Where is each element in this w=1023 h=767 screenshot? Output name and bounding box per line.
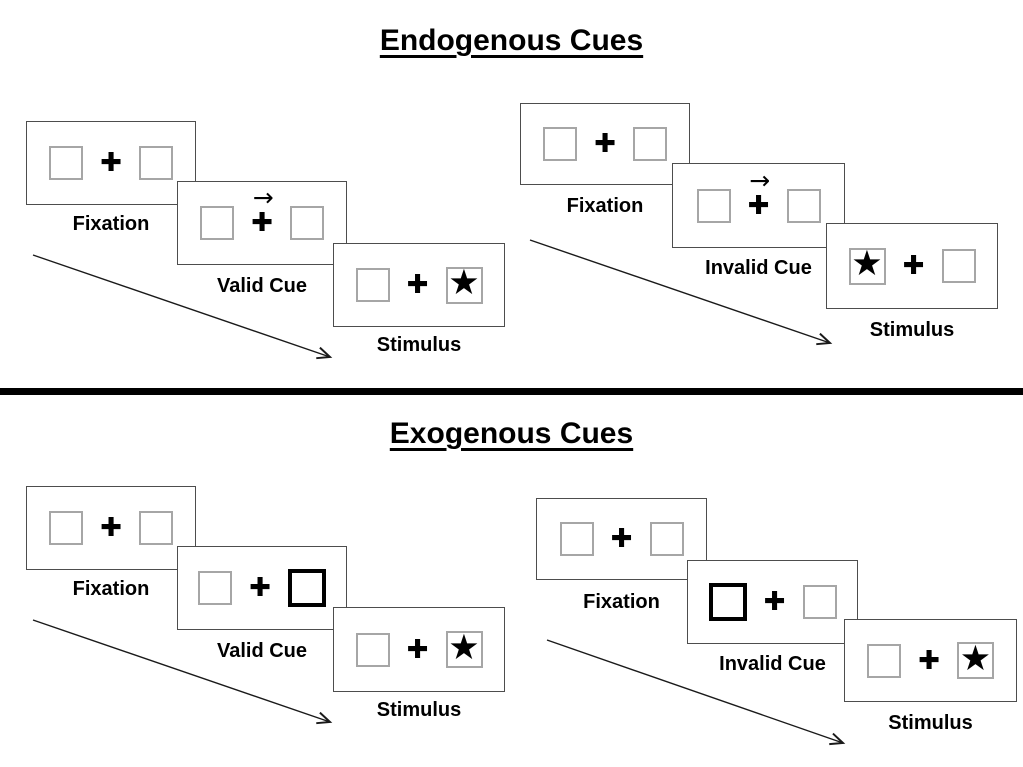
right-box-with-star: ★ — [445, 263, 483, 304]
timeline-arrow — [546, 639, 846, 746]
star-target-icon: ★ — [448, 263, 480, 303]
card-label-valid-cue: Valid Cue — [216, 275, 308, 297]
card-label-valid-cue: Valid Cue — [216, 640, 308, 662]
right-box-with-star: ★ — [957, 638, 994, 679]
card-label-stimulus: Stimulus — [376, 699, 462, 721]
right-box — [649, 522, 684, 556]
section-divider — [0, 388, 1023, 395]
card-label-stimulus: Stimulus — [376, 334, 462, 356]
fixation-card: ✚ — [26, 486, 196, 570]
cue-arrow-icon: → — [749, 165, 771, 195]
timeline-arrow — [529, 239, 833, 346]
fixation-cross-icon: ✚ — [747, 190, 770, 221]
right-box-with-star: ★ — [445, 627, 483, 668]
right-box — [941, 249, 976, 283]
valid-cue-card: → ✚ — [177, 181, 347, 265]
left-box — [543, 127, 577, 161]
fixation-cross-icon: ✚ — [763, 587, 786, 617]
card-label-stimulus: Stimulus — [869, 319, 955, 341]
card-label-stimulus: Stimulus — [888, 712, 973, 734]
cue-arrow-icon: → — [252, 183, 274, 212]
invalid-cue-card: → ✚ — [672, 163, 845, 248]
timeline-arrow — [32, 619, 333, 725]
valid-cue-card: ✚ — [177, 546, 347, 630]
right-box — [633, 127, 667, 161]
card-label-fixation: Fixation — [583, 591, 660, 613]
fixation-card: ✚ — [520, 103, 690, 185]
left-box-cued — [708, 583, 747, 621]
left-box-with-star: ★ — [848, 244, 886, 285]
left-box — [867, 643, 901, 678]
star-target-icon: ★ — [959, 638, 992, 679]
section-title-text: Endogenous Cues — [379, 24, 644, 57]
right-box — [802, 585, 837, 619]
right-box-cued — [288, 569, 326, 607]
left-box — [355, 632, 390, 667]
star-target-icon: ★ — [851, 244, 883, 284]
left-box — [198, 571, 232, 605]
card-label-fixation: Fixation — [566, 195, 644, 217]
fixation-cross-icon: ✚ — [918, 645, 940, 676]
right-box — [139, 146, 173, 180]
timeline-arrow — [32, 254, 333, 360]
card-label-invalid-cue: Invalid Cue — [719, 653, 826, 675]
fixation-cross-icon: ✚ — [100, 513, 122, 543]
fixation-cross-icon: ✚ — [249, 573, 271, 603]
fixation-cross-icon: ✚ — [594, 129, 616, 159]
right-box — [290, 206, 324, 240]
card-label-fixation: Fixation — [72, 578, 150, 600]
fixation-cross-icon: ✚ — [100, 148, 122, 178]
section-title-text: Exogenous Cues — [389, 417, 634, 450]
stimulus-card: ✚ ★ — [333, 607, 505, 692]
section-title-exogenous: Exogenous Cues — [0, 417, 1023, 451]
right-box — [786, 188, 821, 223]
left-box — [49, 146, 83, 180]
invalid-cue-card: ✚ — [687, 560, 858, 644]
fixation-cross-icon: ✚ — [251, 208, 273, 238]
left-box — [200, 206, 234, 240]
left-box — [49, 511, 83, 545]
fixation-card: ✚ — [536, 498, 707, 580]
stimulus-card: ✚ ★ — [844, 619, 1017, 702]
fixation-cross-icon: ✚ — [610, 524, 633, 554]
left-box — [559, 522, 594, 556]
stimulus-card: ✚ ★ — [333, 243, 505, 327]
section-title-endogenous: Endogenous Cues — [0, 24, 1023, 58]
card-label-fixation: Fixation — [72, 213, 150, 235]
fixation-cross-icon: ✚ — [902, 251, 925, 281]
card-label-invalid-cue: Invalid Cue — [705, 257, 812, 279]
stimulus-card: ★ ✚ — [826, 223, 998, 309]
fixation-card: ✚ — [26, 121, 196, 205]
left-box — [696, 188, 731, 223]
left-box — [355, 268, 390, 302]
fixation-cross-icon: ✚ — [406, 634, 429, 665]
star-target-icon: ★ — [448, 627, 480, 668]
right-box — [139, 511, 173, 545]
fixation-cross-icon: ✚ — [406, 270, 429, 300]
